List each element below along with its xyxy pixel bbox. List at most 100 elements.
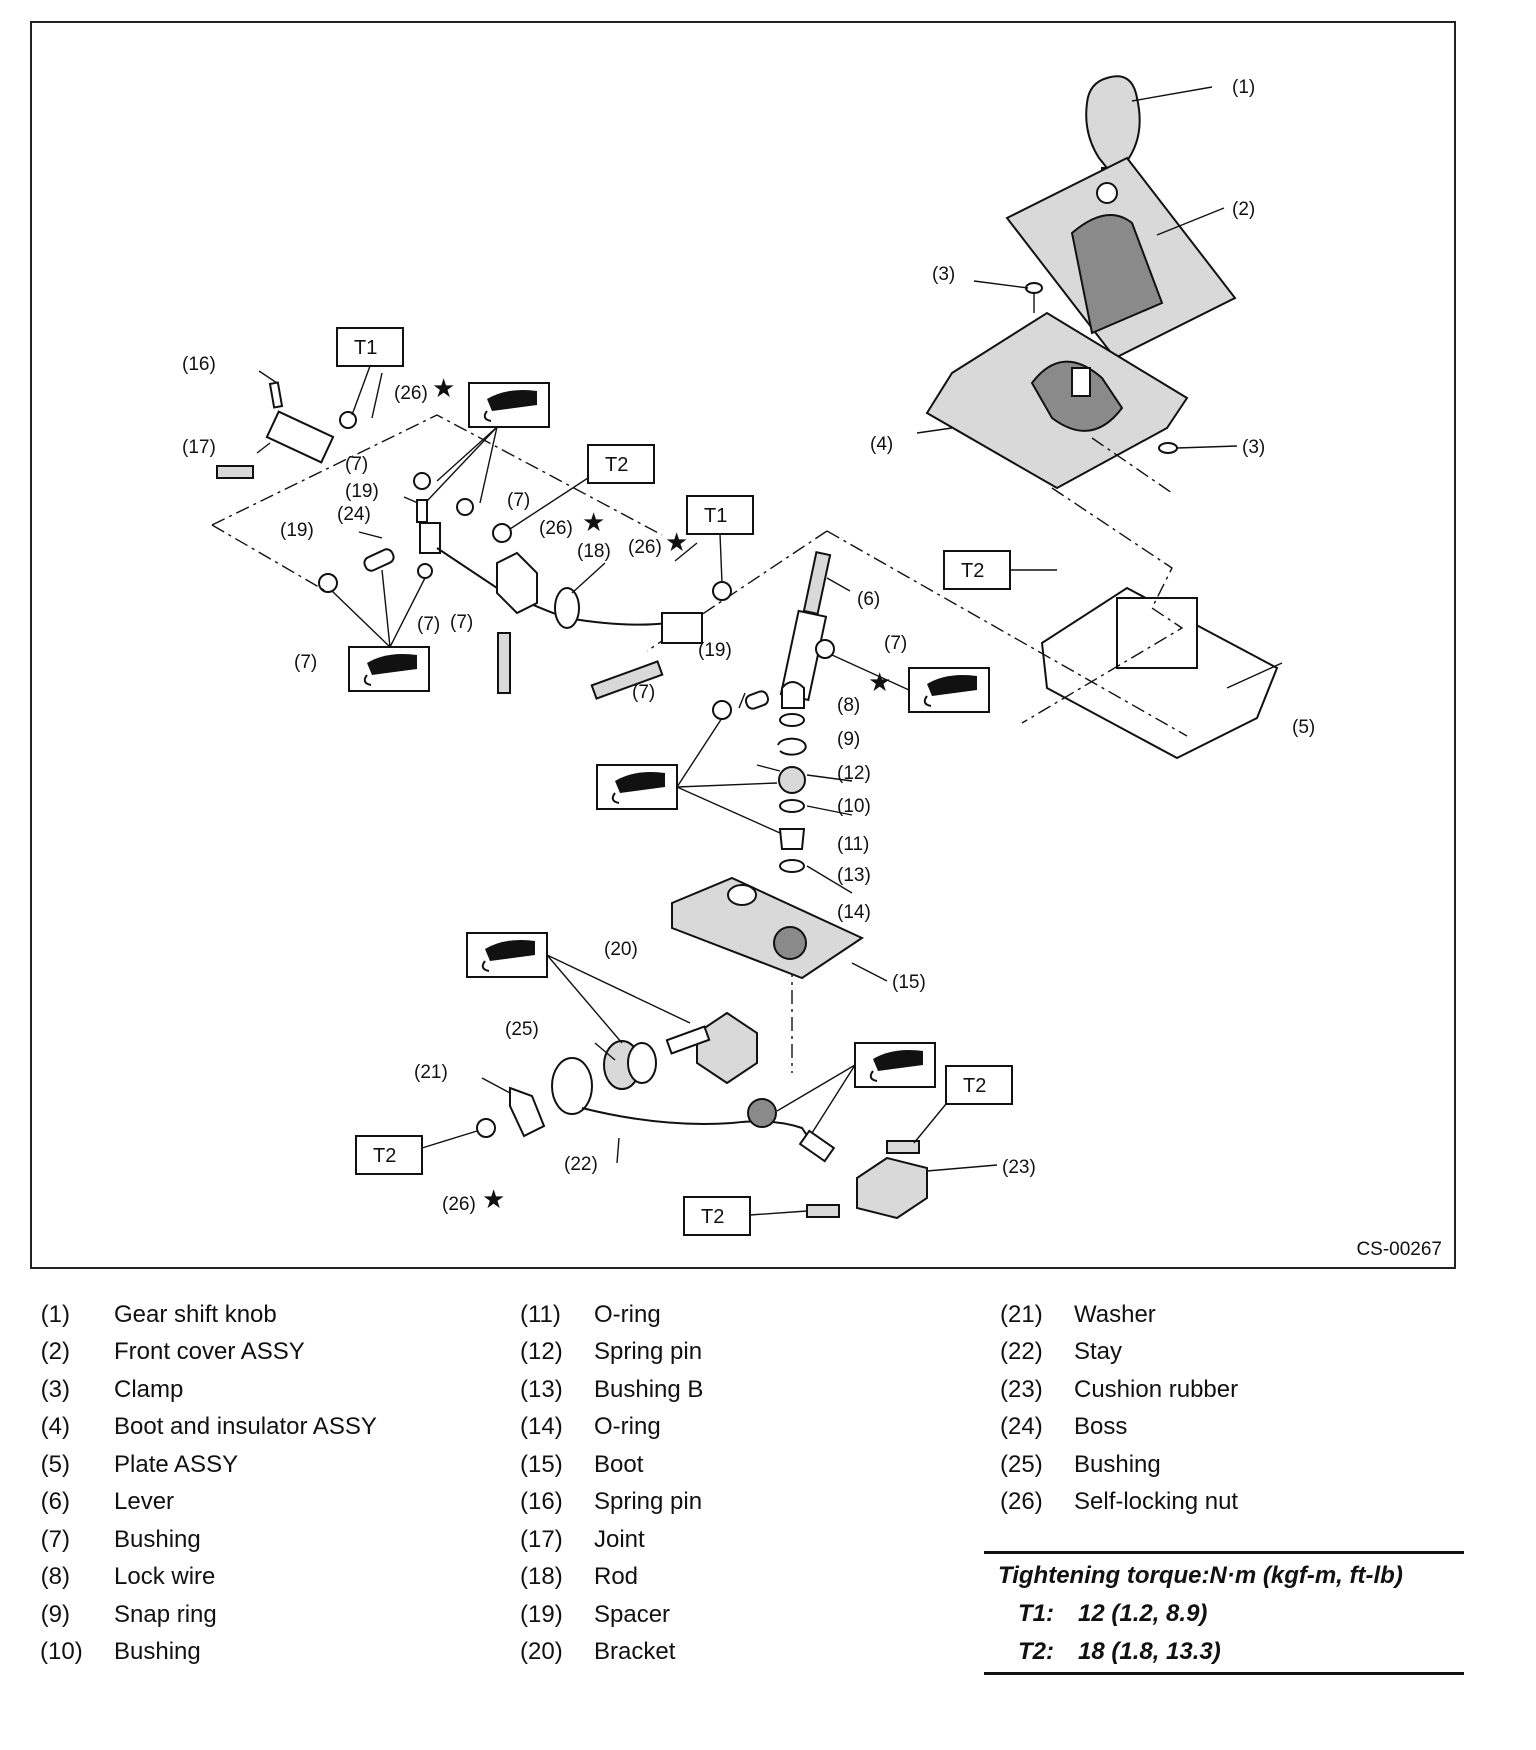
legend-item: (11)O-ring xyxy=(520,1300,661,1328)
grease-icon xyxy=(348,646,430,692)
callout-label: (19) xyxy=(345,481,379,502)
svg-text:T2: T2 xyxy=(373,1145,396,1167)
svg-text:T2: T2 xyxy=(701,1206,724,1228)
callout-label: (26) xyxy=(442,1194,476,1215)
legend-item: (17)Joint xyxy=(520,1525,645,1553)
torque-row-t1: T1:12 (1.2, 8.9) xyxy=(1018,1600,1208,1627)
svg-text:T2: T2 xyxy=(605,454,628,476)
callout-label: (24) xyxy=(337,504,371,525)
cushion-rubber-part xyxy=(806,1140,928,1220)
svg-text:T2: T2 xyxy=(963,1075,986,1097)
callout-label: (7) xyxy=(294,652,317,673)
callout-label: (7) xyxy=(507,490,530,511)
svg-text:T1: T1 xyxy=(354,337,377,359)
callout-label: (7) xyxy=(632,682,655,703)
callout-label: (26) xyxy=(628,537,662,558)
callout-label: (11) xyxy=(837,834,869,855)
legend-item: (18)Rod xyxy=(520,1563,639,1591)
legend-item: (13)Bushing B xyxy=(520,1375,704,1403)
clamp-part-upper xyxy=(1025,282,1043,313)
grease-icon xyxy=(854,1042,936,1088)
star-icon: ★ xyxy=(432,374,455,404)
legend-item: (12)Spring pin xyxy=(520,1338,703,1366)
legend-item: (26)Self-locking nut xyxy=(1000,1488,1239,1516)
legend-item: (15)Boot xyxy=(520,1450,644,1478)
legend-item: (3)Clamp xyxy=(40,1375,184,1403)
legend-item: (2)Front cover ASSY xyxy=(40,1338,305,1366)
callout-label: (3) xyxy=(1242,437,1265,458)
callout-label: (7) xyxy=(450,612,473,633)
clamp-part-lower xyxy=(1158,442,1178,454)
legend-column-3: (21)Washer (22)Stay (23)Cushion rubber (… xyxy=(1000,1296,1238,1521)
svg-text:T2: T2 xyxy=(961,560,984,582)
callout-label: (6) xyxy=(857,589,880,610)
bushings-center xyxy=(712,639,835,873)
callout-label: (23) xyxy=(1002,1157,1036,1178)
legend-item: (5)Plate ASSY xyxy=(40,1450,239,1478)
legend-item: (25)Bushing xyxy=(1000,1450,1161,1478)
legend-column-2: (11)O-ring (12)Spring pin (13)Bushing B … xyxy=(520,1296,703,1671)
washer-part xyxy=(476,1086,546,1138)
legend-item: (4)Boot and insulator ASSY xyxy=(40,1413,377,1441)
diagram-code: CS-00267 xyxy=(1356,1239,1442,1260)
torque-title: Tightening torque:N·m (kgf-m, ft-lb) xyxy=(998,1562,1403,1589)
bracket-part xyxy=(665,1011,758,1085)
torque-table: Tightening torque:N·m (kgf-m, ft-lb) T1:… xyxy=(984,1551,1464,1675)
torque-box-t1-center: T1 xyxy=(686,495,754,584)
legend-item: (6)Lever xyxy=(40,1488,175,1516)
torque-box-t2-rod: T2 xyxy=(509,444,655,530)
exploded-diagram: (1) (2) (3) (3) (4) (5) (6) (7) (7) (7) … xyxy=(30,21,1456,1269)
callout-label: (16) xyxy=(182,354,216,375)
torque-box-t1-left: T1 xyxy=(336,327,404,416)
lever-part xyxy=(779,551,832,709)
legend-column-1: (1)Gear shift knob (2)Front cover ASSY (… xyxy=(40,1296,377,1671)
callout-label: (4) xyxy=(870,434,893,455)
legend-item: (20)Bracket xyxy=(520,1638,676,1666)
callout-label: (15) xyxy=(892,972,926,993)
rod-part xyxy=(436,523,732,700)
callout-label: (7) xyxy=(884,633,907,654)
plate-assy-part xyxy=(1040,586,1283,760)
legend-item: (7)Bushing xyxy=(40,1525,201,1553)
callout-label: (7) xyxy=(345,454,368,475)
callout-label: (9) xyxy=(837,729,860,750)
legend-item: (10)Bushing xyxy=(40,1638,201,1666)
star-icon: ★ xyxy=(582,508,605,538)
callout-label: (3) xyxy=(932,264,955,285)
callout-label: (10) xyxy=(837,796,871,817)
torque-row-t2: T2:18 (1.8, 13.3) xyxy=(1018,1638,1221,1665)
stay-part xyxy=(551,1057,836,1163)
callout-label: (14) xyxy=(837,902,871,923)
bushings-left xyxy=(318,411,474,593)
callout-label: (19) xyxy=(280,520,314,541)
legend-item: (22)Stay xyxy=(1000,1338,1123,1366)
grease-icon xyxy=(468,382,550,428)
callout-label: (26) xyxy=(394,383,428,404)
callout-label: (1) xyxy=(1232,77,1255,98)
callout-label: (25) xyxy=(505,1019,539,1040)
callout-label: (22) xyxy=(564,1154,598,1175)
torque-box-t2-plate: T2 xyxy=(943,550,1057,590)
legend-item: (19)Spacer xyxy=(520,1600,671,1628)
diagram-canvas: (1) (2) (3) (3) (4) (5) (6) (7) (7) (7) … xyxy=(182,75,1315,1236)
callout-label: (7) xyxy=(417,614,440,635)
grease-arrows xyxy=(331,426,910,1134)
legend-item: (24)Boss xyxy=(1000,1413,1128,1441)
front-cover-part xyxy=(1005,156,1237,360)
legend-item: (16)Spring pin xyxy=(520,1488,703,1516)
grease-icon xyxy=(466,932,548,978)
svg-text:T1: T1 xyxy=(704,505,727,527)
joint-part xyxy=(216,381,335,479)
torque-box-t2-cushion-upper: T2 xyxy=(913,1065,1013,1144)
bushing-25-part xyxy=(603,1040,657,1090)
callout-label: (20) xyxy=(604,939,638,960)
legend-item: (8)Lock wire xyxy=(40,1563,216,1591)
grease-icon xyxy=(596,764,678,810)
legend-item: (9)Snap ring xyxy=(40,1600,217,1628)
legend-item: (21)Washer xyxy=(1000,1300,1156,1328)
callout-label: (5) xyxy=(1292,717,1315,738)
torque-box-t2-cushion-lower: T2 xyxy=(683,1196,808,1236)
callout-label: (2) xyxy=(1232,199,1255,220)
callout-label: (21) xyxy=(414,1062,448,1083)
boot-part xyxy=(671,876,865,980)
